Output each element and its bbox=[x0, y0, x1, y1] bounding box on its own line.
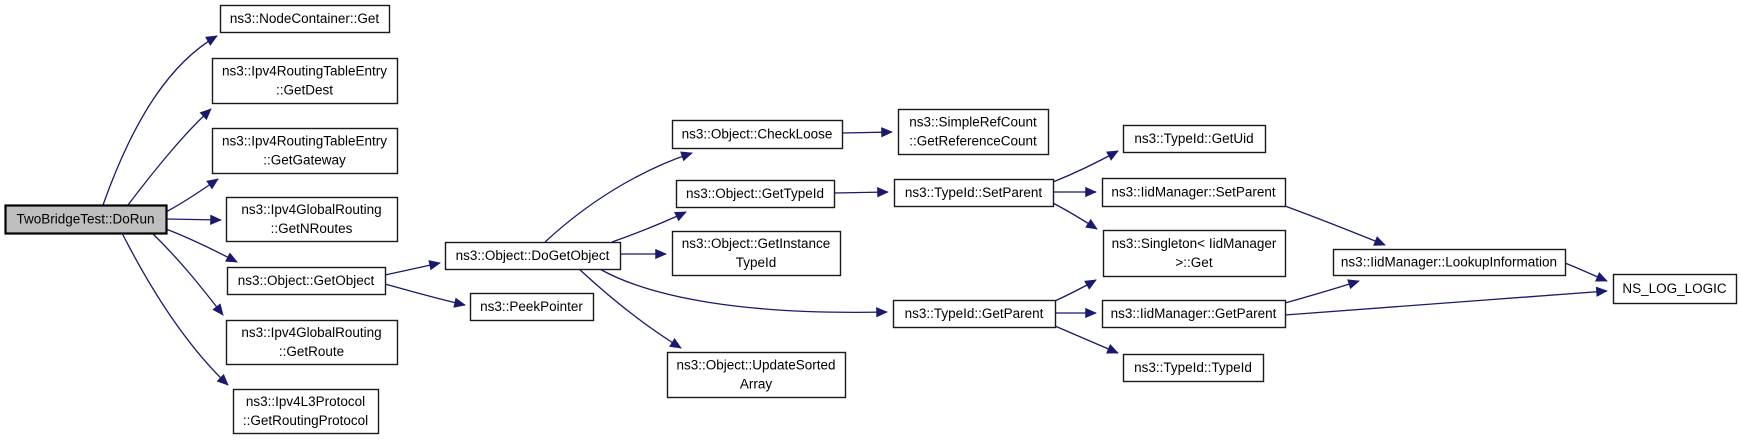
node-box-object-updatesortedarray[interactable] bbox=[666, 351, 847, 399]
node-box-typeid-setparent[interactable] bbox=[893, 178, 1055, 208]
node-object-checkloose[interactable]: ns3::Object::CheckLoose bbox=[671, 119, 844, 150]
node-box-object-checkloose[interactable] bbox=[671, 119, 844, 150]
edge-object-dogetobject--object-gettypeid bbox=[611, 211, 687, 243]
node-ipv4routingtableentry-getdest[interactable]: ns3::Ipv4RoutingTableEntry::GetDest bbox=[211, 57, 399, 105]
node-box-object-dogetobject[interactable] bbox=[444, 241, 622, 271]
node-object-getobject[interactable]: ns3::Object::GetObject bbox=[226, 266, 387, 296]
node-ipv4globalrouting-getroute[interactable]: ns3::Ipv4GlobalRouting::GetRoute bbox=[225, 319, 399, 366]
edge-dorun--ipv4globalrouting-getnroutes bbox=[165, 214, 222, 225]
node-box-object-getinstancetypeid[interactable] bbox=[671, 230, 842, 277]
node-iidmanager-getparent[interactable]: ns3::IidManager::GetParent bbox=[1101, 299, 1287, 329]
edge-object-gettypeid--typeid-setparent bbox=[833, 187, 889, 198]
edge-object-getobject--peekpointer bbox=[384, 283, 466, 308]
node-box-ipv4globalrouting-getnroutes[interactable] bbox=[225, 196, 399, 243]
node-ipv4routingtableentry-getgateway[interactable]: ns3::Ipv4RoutingTableEntry::GetGateway bbox=[211, 127, 399, 175]
node-typeid-getparent[interactable]: ns3::TypeId::GetParent bbox=[892, 299, 1057, 329]
node-object-gettypeid[interactable]: ns3::Object::GetTypeId bbox=[675, 179, 836, 209]
node-singleton-iidmanager-get[interactable]: ns3::Singleton< IidManager>::Get bbox=[1102, 229, 1287, 278]
node-box-dorun[interactable] bbox=[4, 204, 168, 235]
edge-typeid-setparent--typeid-getuid bbox=[1052, 150, 1119, 183]
node-iidmanager-setparent[interactable]: ns3::IidManager::SetParent bbox=[1101, 177, 1287, 208]
edge-dorun--ipv4globalrouting-getroute bbox=[151, 232, 224, 316]
node-typeid-getuid[interactable]: ns3::TypeId::GetUid bbox=[1122, 124, 1267, 154]
edge-typeid-getparent--typeid-typeid bbox=[1054, 325, 1119, 354]
node-nodecontainer-get[interactable]: ns3::NodeContainer::Get bbox=[219, 4, 391, 34]
edges-layer bbox=[102, 35, 1608, 386]
node-typeid-setparent[interactable]: ns3::TypeId::SetParent bbox=[893, 178, 1055, 208]
node-box-iidmanager-getparent[interactable] bbox=[1101, 299, 1287, 329]
nodes-layer: TwoBridgeTest::DoRun ns3::NodeContainer::… bbox=[4, 4, 1738, 435]
node-box-iidmanager-lookupinformation[interactable] bbox=[1332, 248, 1567, 277]
edge-typeid-setparent--singleton-iidmanager-get bbox=[1052, 202, 1098, 230]
node-iidmanager-lookupinformation[interactable]: ns3::IidManager::LookupInformation bbox=[1332, 248, 1567, 277]
edge-dorun--ipv4routingtableentry-getdest bbox=[127, 108, 212, 206]
node-object-dogetobject[interactable]: ns3::Object::DoGetObject bbox=[444, 241, 622, 271]
node-box-ipv4globalrouting-getroute[interactable] bbox=[225, 319, 399, 366]
node-box-ipv4l3protocol-getroutingprotocol[interactable] bbox=[232, 388, 380, 435]
node-ipv4globalrouting-getnroutes[interactable]: ns3::Ipv4GlobalRouting::GetNRoutes bbox=[225, 196, 399, 243]
edge-object-dogetobject--typeid-getparent bbox=[597, 267, 888, 318]
node-box-typeid-getparent[interactable] bbox=[892, 299, 1057, 329]
edge-object-getobject--object-dogetobject bbox=[384, 260, 441, 276]
node-box-ipv4routingtableentry-getdest[interactable] bbox=[211, 57, 399, 105]
edge-dorun--ipv4l3protocol-getroutingprotocol bbox=[121, 232, 229, 386]
edge-object-checkloose--simplerefcount-getreferencecount bbox=[841, 127, 893, 138]
node-box-singleton-iidmanager-get[interactable] bbox=[1102, 229, 1287, 278]
node-box-ns-log-logic[interactable] bbox=[1612, 273, 1738, 305]
node-simplerefcount-getreferencecount[interactable]: ns3::SimpleRefCount::GetReferenceCount bbox=[897, 108, 1050, 156]
node-box-peekpointer[interactable] bbox=[469, 292, 595, 322]
edge-iidmanager-lookupinformation--ns-log-logic bbox=[1564, 262, 1608, 282]
edge-iidmanager-getparent--iidmanager-lookupinformation bbox=[1284, 279, 1360, 304]
edge-dorun--object-getobject bbox=[165, 228, 238, 263]
node-box-iidmanager-setparent[interactable] bbox=[1101, 177, 1287, 208]
node-box-ipv4routingtableentry-getgateway[interactable] bbox=[211, 127, 399, 175]
edge-iidmanager-setparent--iidmanager-lookupinformation bbox=[1284, 205, 1386, 246]
edge-iidmanager-getparent--ns-log-logic bbox=[1284, 286, 1608, 316]
node-dorun[interactable]: TwoBridgeTest::DoRun bbox=[4, 204, 168, 235]
node-typeid-typeid[interactable]: ns3::TypeId::TypeId bbox=[1122, 353, 1265, 383]
node-box-simplerefcount-getreferencecount[interactable] bbox=[897, 108, 1050, 156]
edge-dorun--ipv4routingtableentry-getgateway bbox=[165, 178, 219, 213]
edge-object-dogetobject--object-updatesortedarray bbox=[577, 267, 682, 349]
node-ipv4l3protocol-getroutingprotocol[interactable]: ns3::Ipv4L3Protocol::GetRoutingProtocol bbox=[232, 388, 380, 435]
edge-object-dogetobject--object-checkloose bbox=[544, 151, 693, 243]
node-box-typeid-getuid[interactable] bbox=[1122, 124, 1267, 154]
node-ns-log-logic[interactable]: NS_LOG_LOGIC bbox=[1612, 273, 1738, 305]
node-peekpointer[interactable]: ns3::PeekPointer bbox=[469, 292, 595, 322]
node-box-object-gettypeid[interactable] bbox=[675, 179, 836, 209]
edge-typeid-getparent--singleton-iidmanager-get bbox=[1054, 279, 1097, 302]
node-box-typeid-typeid[interactable] bbox=[1122, 353, 1265, 383]
edge-dorun--nodecontainer-get bbox=[102, 35, 218, 206]
node-box-object-getobject[interactable] bbox=[226, 266, 387, 296]
node-box-nodecontainer-get[interactable] bbox=[219, 4, 391, 34]
